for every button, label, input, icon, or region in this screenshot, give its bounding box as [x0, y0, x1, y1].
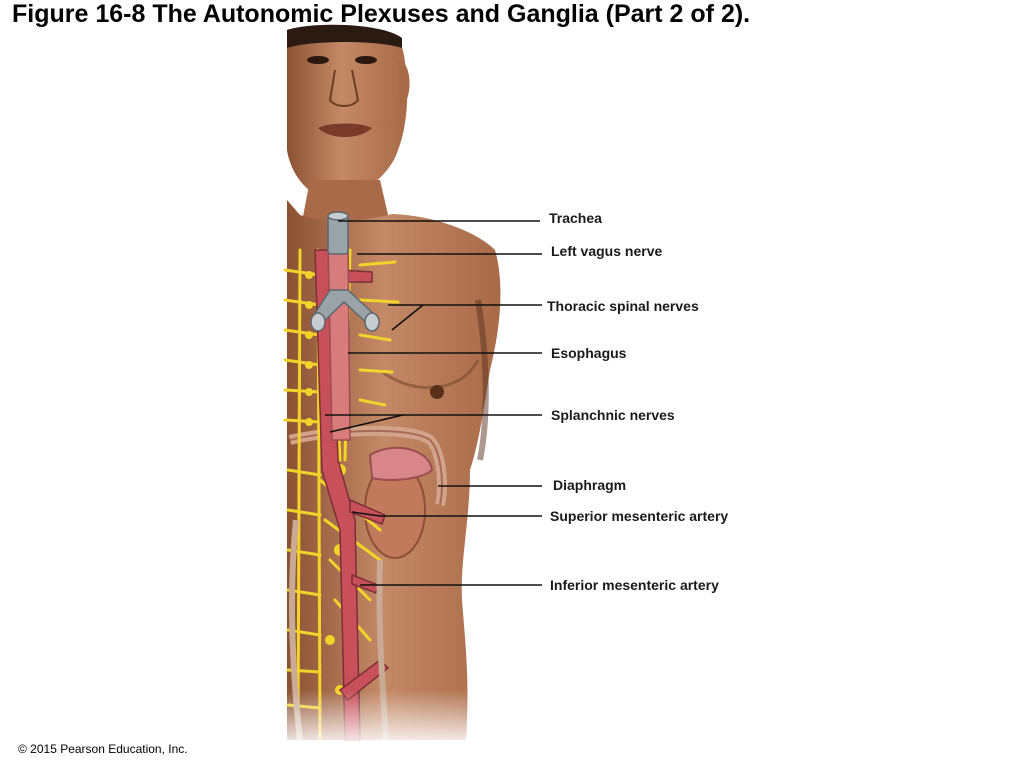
label-thoracic-spinal-nerves: Thoracic spinal nerves: [547, 298, 699, 314]
head: [287, 27, 408, 197]
label-esophagus: Esophagus: [551, 345, 627, 361]
label-diaphragm: Diaphragm: [553, 477, 627, 493]
right-ear: [398, 60, 410, 108]
hair: [287, 24, 402, 48]
label-inferior-mesenteric-artery: Inferior mesenteric artery: [550, 577, 719, 593]
trachea: [310, 211, 380, 332]
label-trachea: Trachea: [549, 210, 602, 226]
nose: [328, 69, 360, 107]
figure-title: Figure 16-8 The Autonomic Plexuses and G…: [12, 0, 751, 28]
esophagus: [327, 239, 351, 441]
right-eye: [355, 56, 377, 64]
copyright-notice: © 2015 Pearson Education, Inc.: [18, 742, 188, 756]
label-left-vagus-nerve: Left vagus nerve: [551, 243, 663, 259]
label-superior-mesenteric-artery: Superior mesenteric artery: [550, 508, 729, 524]
arm-edge: [475, 299, 489, 461]
stomach-section: [368, 446, 434, 481]
label-splanchnic-nerves: Splanchnic nerves: [551, 407, 675, 423]
leader-lines: [325, 220, 542, 586]
left-eye: [307, 56, 329, 64]
mouth: [318, 123, 372, 137]
nipple: [430, 385, 444, 399]
